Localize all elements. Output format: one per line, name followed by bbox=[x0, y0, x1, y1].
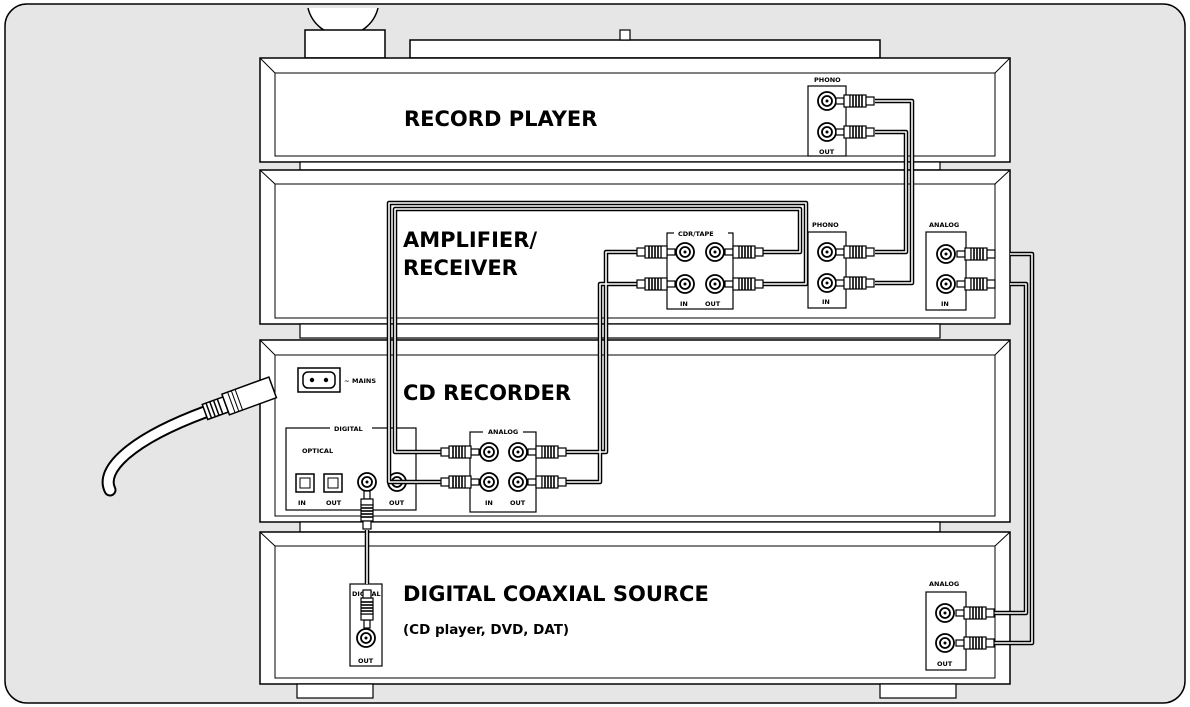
amp-phono-bottom-jack[interactable] bbox=[817, 273, 837, 293]
source-digital-out-jack[interactable] bbox=[356, 628, 376, 648]
amp-analog-top-jack[interactable] bbox=[936, 244, 956, 264]
cd-analog-out-label: OUT bbox=[510, 499, 526, 507]
amp-cdr-in-bottom-jack[interactable] bbox=[675, 274, 695, 294]
record-player-jack-top[interactable] bbox=[817, 91, 837, 111]
amp-phono-top-jack[interactable] bbox=[817, 242, 837, 262]
coax-in-jack[interactable] bbox=[357, 472, 377, 492]
digital-source-title: DIGITAL COAXIAL SOURCE bbox=[403, 582, 709, 606]
amplifier-title-line2: RECEIVER bbox=[403, 256, 518, 280]
amplifier-cdrtape-label: CDR/TAPE bbox=[678, 230, 714, 238]
cd-analog-in-bottom-jack[interactable] bbox=[479, 472, 499, 492]
source-digital-out-label: OUT bbox=[358, 657, 374, 665]
amp-cdr-out-top-jack[interactable] bbox=[705, 242, 725, 262]
mains-cable bbox=[101, 376, 278, 497]
source-analog-top-jack[interactable] bbox=[935, 603, 955, 623]
cable-highlights bbox=[366, 100, 1033, 644]
record-player-phono-label: PHONO bbox=[814, 76, 841, 84]
source-analog-bottom-jack[interactable] bbox=[935, 633, 955, 653]
amp-analog-in-label: IN bbox=[941, 300, 949, 308]
amplifier-analog-label: ANALOG bbox=[929, 221, 959, 229]
cd-recorder-title: CD RECORDER bbox=[403, 381, 571, 405]
digital-source: DIGITAL COAXIAL SOURCE (CD player, DVD, … bbox=[259, 531, 1011, 699]
optical-in-label: IN bbox=[298, 499, 306, 507]
cd-optical-label: OPTICAL bbox=[302, 447, 333, 455]
amp-analog-bottom-jack[interactable] bbox=[936, 274, 956, 294]
cd-analog-in-top-jack[interactable] bbox=[479, 442, 499, 462]
amp-cdr-out-bottom-jack[interactable] bbox=[705, 274, 725, 294]
amp-phono-in-label: IN bbox=[822, 298, 830, 306]
source-analog-label: ANALOG bbox=[929, 580, 959, 588]
mains-label: MAINS bbox=[352, 377, 376, 385]
cd-analog-out-bottom-jack[interactable] bbox=[508, 472, 528, 492]
mains-tilde: ~ bbox=[344, 377, 349, 385]
amp-cdr-in-top-jack[interactable] bbox=[675, 242, 695, 262]
record-player-out-label: OUT bbox=[819, 148, 835, 156]
digital-source-subtitle: (CD player, DVD, DAT) bbox=[403, 622, 569, 638]
amplifier-title-line1: AMPLIFIER/ bbox=[403, 228, 537, 252]
cd-analog-out-top-jack[interactable] bbox=[508, 442, 528, 462]
cd-recorder: CD RECORDER ~ MAINS DIGITAL OPTICAL IN O… bbox=[259, 339, 1011, 533]
amp-cdr-in-label: IN bbox=[680, 300, 688, 308]
optical-out-label: OUT bbox=[326, 499, 342, 507]
cd-analog-label: ANALOG bbox=[488, 428, 518, 436]
record-player-jack-bottom[interactable] bbox=[817, 122, 837, 142]
cd-analog-in-label: IN bbox=[485, 499, 493, 507]
amp-cdr-out-label: OUT bbox=[705, 300, 721, 308]
source-analog-out-label: OUT bbox=[937, 660, 953, 668]
record-player-title: RECORD PLAYER bbox=[404, 107, 597, 131]
coax-out-label: OUT bbox=[389, 499, 405, 507]
record-player: RECORD PLAYER PHONO OUT bbox=[259, 7, 1011, 171]
cd-digital-label: DIGITAL bbox=[334, 425, 363, 433]
amplifier-phono-label: PHONO bbox=[812, 221, 839, 229]
